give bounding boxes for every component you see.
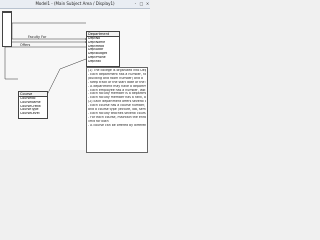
course-field: CourseName	[20, 100, 41, 104]
note-line: (1) The college is organized into Depart…	[88, 69, 146, 72]
department-field: DeptNo	[88, 37, 101, 40]
course-field: CourseNo	[20, 97, 36, 100]
department-field: DeptAddr	[88, 48, 104, 52]
note-line: - Keep track of the start date of the de…	[88, 80, 146, 84]
note-line: - Each department has a number, name, lo…	[88, 72, 146, 76]
maximize-button[interactable]: □	[139, 1, 144, 6]
relationship-label-faculty-for[interactable]: Faculty For	[28, 35, 47, 39]
relationship-label-offers[interactable]: Offers	[20, 43, 31, 47]
close-button[interactable]: ×	[145, 1, 150, 6]
note-line: and a course type (lecture, lab, seminar…	[88, 108, 146, 112]
note-line: - Each employee has a number, last name,…	[88, 88, 146, 92]
department-field: DeptName	[88, 40, 106, 44]
department-field: DeptBudget	[88, 52, 108, 56]
course-entity[interactable]: Course CourseNo CourseName CourseCredit …	[18, 91, 48, 119]
department-field: DeptPhone	[88, 55, 106, 59]
note-line: - A course can be offered by different f…	[88, 123, 146, 127]
left-entity-name	[3, 12, 11, 13]
department-entity[interactable]: Department DeptNo DeptName DeptHead Dept…	[86, 31, 120, 67]
department-entity-name: Department	[87, 32, 119, 37]
department-field: DeptFax	[88, 59, 102, 63]
note-line: - Each course has a course number, cours…	[88, 104, 146, 108]
diagram-window: Model1 - (Main Subject Area / Display1) …	[0, 0, 150, 153]
title-bar: Model1 - (Main Subject Area / Display1) …	[0, 0, 150, 9]
note-line: - Each faculty member is a department he…	[88, 92, 146, 96]
er-diagram: Department DeptNo DeptName DeptHead Dept…	[0, 9, 150, 153]
window-title: Model1 - (Main Subject Area / Display1)	[35, 1, 115, 6]
note-line: - Each faculty teaches several courses	[88, 111, 146, 115]
course-field: CourseCredit	[20, 104, 41, 108]
left-entity[interactable]	[2, 11, 12, 47]
note-line: - Each faculty member has a rank, office…	[88, 96, 146, 100]
note-line: (2) Each department offers several cours…	[88, 100, 146, 104]
department-field: DeptHead	[88, 44, 105, 48]
notes-panel: (1) The college is organized into Depart…	[86, 67, 148, 153]
note-line: - For each course, maintain the enrollme…	[88, 115, 146, 119]
minimize-button[interactable]: -	[134, 1, 137, 6]
note-line: limit for both	[88, 119, 109, 123]
course-field: CourseLevel	[20, 112, 40, 116]
note-line: (building and room number) and a	[88, 76, 143, 80]
course-entity-name: Course	[19, 92, 47, 97]
course-field: CourseType	[20, 108, 39, 112]
note-line: - A department may have a department hea…	[88, 84, 146, 88]
